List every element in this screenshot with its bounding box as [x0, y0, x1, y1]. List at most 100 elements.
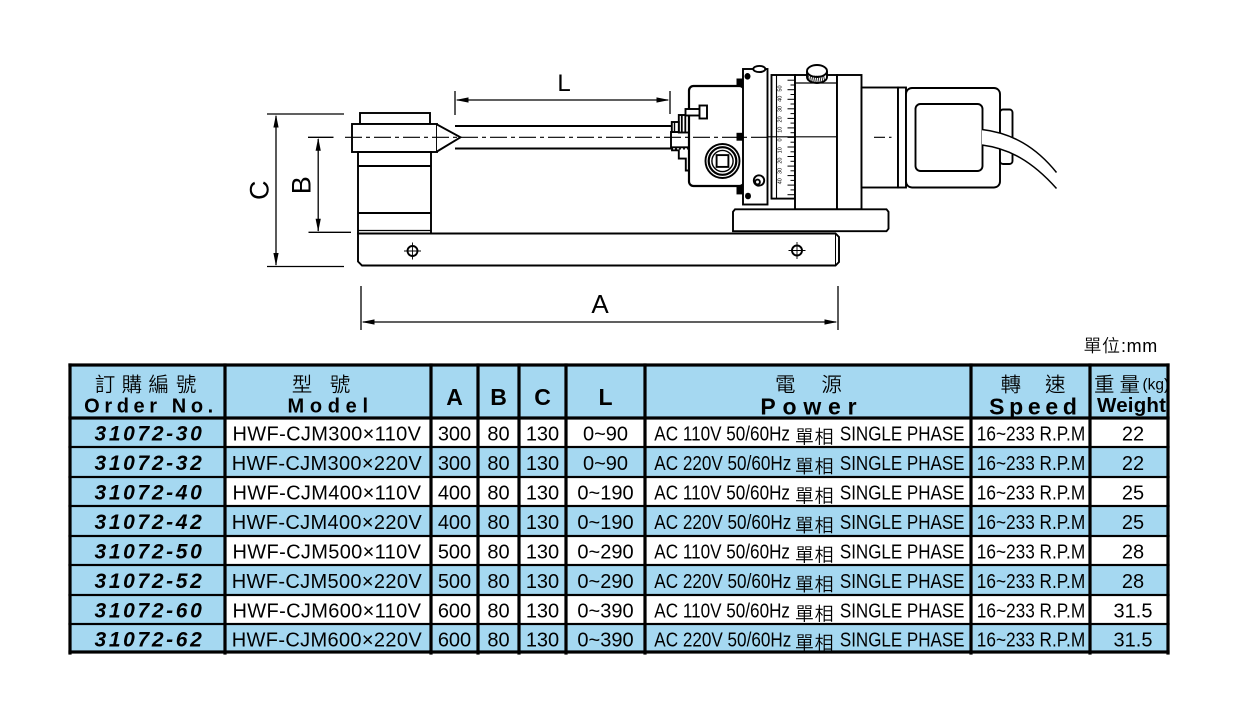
svg-text:130: 130 [526, 512, 559, 534]
svg-text:31072-50: 31072-50 [95, 541, 205, 564]
svg-text:500: 500 [438, 542, 471, 564]
svg-text:Order No.: Order No. [84, 396, 218, 418]
svg-text:HWF-CJM500×110V: HWF-CJM500×110V [232, 542, 421, 564]
svg-text:40: 40 [778, 178, 784, 184]
svg-text:31072-62: 31072-62 [95, 629, 205, 652]
svg-text:A: A [591, 289, 609, 319]
svg-text:Power: Power [760, 394, 863, 420]
svg-text:SINGLE PHASE: SINGLE PHASE [840, 511, 965, 534]
svg-text:AC 110V 50/60Hz: AC 110V 50/60Hz [654, 481, 790, 504]
svg-text:B: B [287, 176, 317, 194]
svg-text:SINGLE PHASE: SINGLE PHASE [840, 599, 965, 622]
svg-text:40: 40 [778, 96, 784, 102]
svg-text:AC 220V 50/60Hz: AC 220V 50/60Hz [654, 570, 791, 593]
svg-text:80: 80 [487, 483, 509, 505]
svg-text:31072-32: 31072-32 [95, 452, 205, 475]
svg-text:16~233 R.P.M: 16~233 R.P.M [977, 628, 1085, 650]
svg-text:AC 110V 50/60Hz: AC 110V 50/60Hz [654, 540, 790, 563]
svg-text:SINGLE PHASE: SINGLE PHASE [840, 481, 965, 504]
svg-text:SINGLE PHASE: SINGLE PHASE [840, 570, 965, 593]
svg-text:0~390: 0~390 [577, 601, 633, 623]
svg-text:300: 300 [438, 424, 471, 446]
svg-text:80: 80 [487, 630, 509, 652]
svg-text:16~233 R.P.M: 16~233 R.P.M [977, 540, 1085, 562]
svg-text:16~233 R.P.M: 16~233 R.P.M [977, 570, 1085, 592]
svg-text:31072-60: 31072-60 [95, 600, 205, 623]
svg-text:80: 80 [487, 512, 509, 534]
svg-text:Speed: Speed [989, 394, 1082, 420]
svg-text:600: 600 [438, 630, 471, 652]
svg-text:SINGLE PHASE: SINGLE PHASE [840, 452, 965, 475]
svg-text:80: 80 [487, 571, 509, 593]
svg-text:A: A [446, 384, 463, 410]
svg-text:31072-30: 31072-30 [95, 423, 205, 446]
svg-text:130: 130 [526, 601, 559, 623]
svg-text:10: 10 [778, 147, 784, 153]
svg-text:31.5: 31.5 [1114, 601, 1153, 623]
svg-text:Weight: Weight [1097, 394, 1166, 417]
svg-text:0~90: 0~90 [583, 453, 628, 475]
svg-text:HWF-CJM300×110V: HWF-CJM300×110V [232, 424, 421, 446]
svg-text:SINGLE PHASE: SINGLE PHASE [840, 628, 965, 651]
svg-text:80: 80 [487, 453, 509, 475]
svg-text:22: 22 [1122, 424, 1144, 446]
svg-text:30: 30 [778, 106, 784, 112]
svg-text:L: L [598, 384, 612, 410]
svg-text:28: 28 [1122, 571, 1144, 593]
svg-text:600: 600 [438, 601, 471, 623]
svg-text:31072-42: 31072-42 [95, 511, 205, 534]
svg-text:0~190: 0~190 [577, 512, 633, 534]
svg-text:25: 25 [1122, 483, 1144, 505]
svg-text:AC 220V 50/60Hz: AC 220V 50/60Hz [654, 452, 791, 475]
svg-text:16~233 R.P.M: 16~233 R.P.M [977, 452, 1085, 474]
svg-text::mm: :mm [1121, 336, 1158, 356]
svg-text:HWF-CJM400×220V: HWF-CJM400×220V [232, 512, 423, 534]
svg-text:80: 80 [487, 542, 509, 564]
svg-text:25: 25 [1122, 512, 1144, 534]
svg-text:30: 30 [778, 168, 784, 174]
svg-text:HWF-CJM300×220V: HWF-CJM300×220V [232, 453, 423, 475]
svg-text:20: 20 [778, 116, 784, 122]
svg-text:0~90: 0~90 [583, 424, 628, 446]
svg-text:AC 110V 50/60Hz: AC 110V 50/60Hz [654, 599, 790, 622]
svg-text:0~190: 0~190 [577, 483, 633, 505]
svg-text:16~233 R.P.M: 16~233 R.P.M [977, 481, 1085, 503]
svg-text:AC 110V 50/60Hz: AC 110V 50/60Hz [654, 422, 790, 445]
svg-text:16~233 R.P.M: 16~233 R.P.M [977, 599, 1085, 621]
svg-text:400: 400 [438, 483, 471, 505]
svg-text:31072-40: 31072-40 [95, 482, 205, 505]
svg-text:31072-52: 31072-52 [95, 570, 205, 593]
svg-text:28: 28 [1122, 542, 1144, 564]
svg-text:0~390: 0~390 [577, 630, 633, 652]
svg-text:(kg): (kg) [1143, 377, 1170, 394]
svg-text:SINGLE PHASE: SINGLE PHASE [840, 422, 965, 445]
svg-text:16~233 R.P.M: 16~233 R.P.M [977, 511, 1085, 533]
svg-text:0: 0 [778, 138, 784, 141]
svg-text:AC 220V 50/60Hz: AC 220V 50/60Hz [654, 628, 791, 651]
svg-text:B: B [490, 384, 507, 410]
svg-text:80: 80 [487, 601, 509, 623]
svg-text:500: 500 [438, 571, 471, 593]
svg-text:10: 10 [778, 127, 784, 133]
svg-text:31.5: 31.5 [1114, 630, 1153, 652]
svg-text:130: 130 [526, 453, 559, 475]
svg-text:50: 50 [778, 85, 784, 91]
svg-text:20: 20 [778, 158, 784, 164]
svg-text:L: L [557, 70, 570, 97]
svg-text:130: 130 [526, 542, 559, 564]
svg-text:Model: Model [287, 396, 373, 418]
svg-text:AC 220V 50/60Hz: AC 220V 50/60Hz [654, 511, 791, 534]
svg-text:C: C [534, 384, 551, 410]
svg-text:HWF-CJM500×220V: HWF-CJM500×220V [232, 571, 423, 593]
svg-text:SINGLE PHASE: SINGLE PHASE [840, 540, 965, 563]
svg-text:130: 130 [526, 630, 559, 652]
svg-text:130: 130 [526, 571, 559, 593]
svg-text:HWF-CJM600×220V: HWF-CJM600×220V [232, 630, 423, 652]
svg-text:300: 300 [438, 453, 471, 475]
svg-text:HWF-CJM400×110V: HWF-CJM400×110V [232, 483, 421, 505]
svg-text:C: C [245, 181, 275, 201]
svg-text:80: 80 [487, 424, 509, 446]
svg-text:16~233 R.P.M: 16~233 R.P.M [977, 422, 1085, 444]
svg-text:0~290: 0~290 [577, 542, 633, 564]
svg-text:130: 130 [526, 424, 559, 446]
